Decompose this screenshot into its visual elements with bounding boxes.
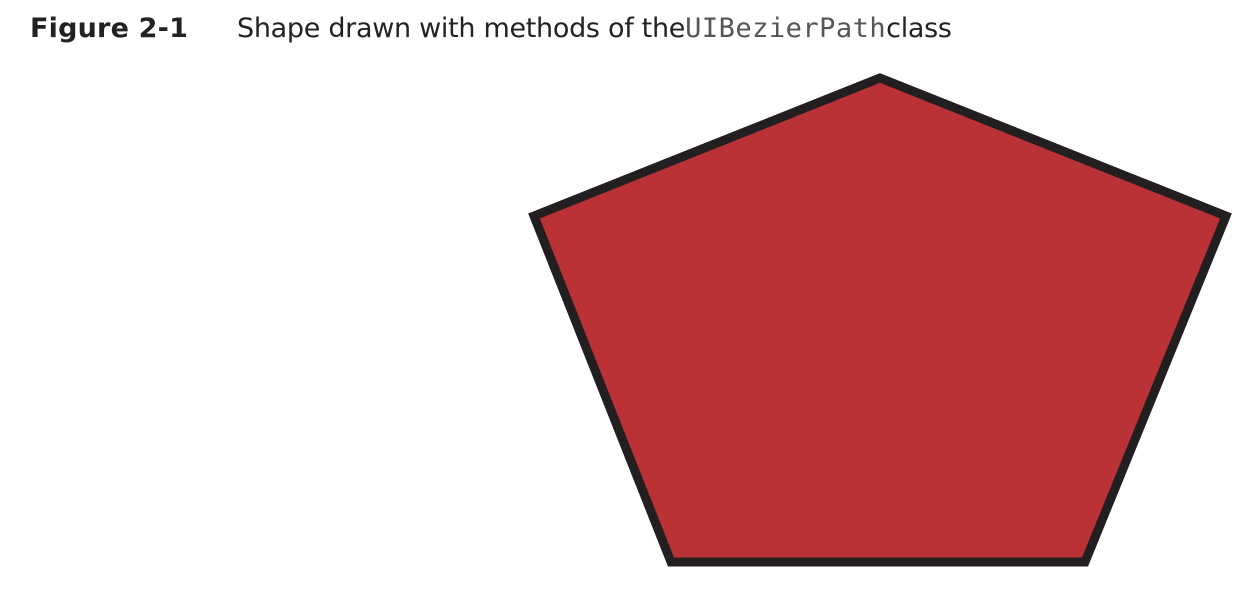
figure-title-suffix: class	[886, 12, 952, 44]
pentagon-shape	[528, 73, 1232, 567]
figure-number: Figure 2-1	[30, 12, 189, 44]
figure-caption: Figure 2-1 Shape drawn with methods of t…	[30, 6, 952, 50]
figure-title-code: UIBezierPath	[685, 12, 887, 44]
figure-title-text: Shape drawn with methods of the	[237, 12, 686, 44]
